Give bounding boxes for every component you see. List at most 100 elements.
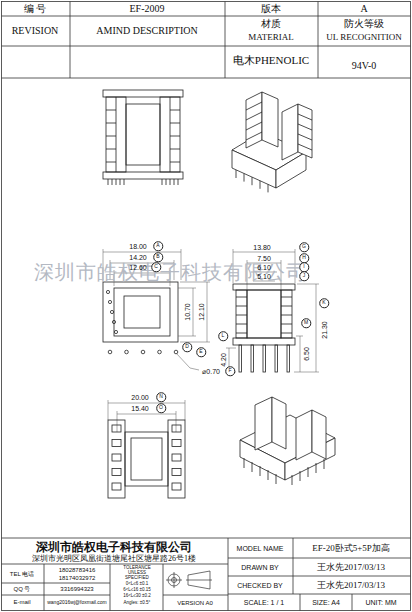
isometric-bottom-view-part-part: [268, 470, 269, 480]
table-cell: SCALE: 1 / 1: [244, 599, 284, 606]
bottom-view-part: [125, 432, 168, 486]
table-cell: E-mail: [13, 599, 30, 605]
bottom-view-part-part: [172, 454, 181, 461]
dimension-line-part: [226, 348, 236, 349]
dimension-line-part: [178, 336, 196, 337]
front-view-part: [160, 97, 180, 172]
side-view-part-part: [236, 297, 247, 298]
table-cell: REVISION: [12, 26, 59, 36]
dimension-value: 4.20: [220, 353, 227, 367]
dimension-value: 6.50: [303, 347, 310, 361]
isometric-bottom-view-part-part: [260, 466, 261, 476]
side-view-part: [233, 284, 295, 290]
dimension-value: 12.60: [129, 264, 147, 271]
dimension-line-part: [108, 400, 109, 420]
side-view-part-part: [281, 297, 292, 298]
callout-letter: L: [218, 331, 228, 341]
bottom-view-part: [131, 438, 162, 480]
title-block-line-part: [163, 595, 228, 596]
side-view-part-part: [251, 345, 254, 372]
table-cell: 深圳市光明区凤凰街道塘尾社区塘星路26号1楼: [32, 555, 196, 563]
bottom-view-part-part: [172, 469, 181, 476]
isometric-view-part-part: [236, 170, 237, 178]
isometric-view-part-part: [298, 124, 312, 130]
table-cell: 王水先2017/03/13: [317, 581, 385, 590]
title-block-line-part: [300, 594, 301, 611]
front-view-part-part: [120, 179, 121, 185]
table-cell: wang2016wj@foxmail.com: [47, 600, 107, 605]
top-view-part-part: [125, 350, 129, 354]
top-view-part: [114, 288, 170, 336]
table-cell: 材质: [261, 19, 281, 29]
callout-letter: K: [319, 298, 329, 308]
isometric-bottom-view-part: [272, 397, 286, 449]
table-cell: 0<L≤6 ±0.1: [126, 582, 149, 587]
dimension-value: 21.30: [321, 321, 328, 339]
dimension-value: 13.80: [253, 244, 271, 251]
dimension-line-part: [176, 353, 199, 370]
side-view-part: [236, 297, 292, 372]
table-cell: 16<L≤30 ±0.2: [123, 594, 151, 599]
projection-symbol-part: [174, 572, 175, 588]
side-view-part-part: [236, 306, 247, 307]
projection-symbol-part: [186, 580, 212, 581]
table-cell: 防火等级: [344, 19, 384, 29]
top-view-part-part: [141, 350, 145, 354]
isometric-view-part: [246, 92, 262, 148]
front-view-part-part: [170, 110, 180, 111]
callout-letter: O: [156, 403, 166, 413]
bottom-view-part-part: [112, 483, 121, 490]
dimension-line-part: [117, 414, 176, 415]
table-cell: QQ 号: [13, 586, 30, 592]
isometric-bottom-view-part: [244, 458, 324, 485]
front-view-part-part: [106, 149, 116, 150]
dimension-line-part: [316, 284, 317, 372]
table-cell: EF-20卧式5+5P加高: [312, 544, 390, 553]
top-view-part-part: [114, 330, 117, 333]
table-cell: TOLERANCE: [123, 566, 150, 571]
table-cell: 3316994323: [60, 586, 93, 592]
frame-line-part: [318, 2, 319, 79]
dimension-line-part: [176, 411, 177, 432]
side-view-part-part: [236, 333, 247, 334]
bottom-view-part: [112, 425, 181, 490]
table-cell: UL RECOGNITION: [326, 33, 401, 42]
top-view-part-part: [112, 320, 115, 323]
table-cell: Angles: ±0.5°: [124, 601, 151, 606]
front-view-part-part: [166, 179, 167, 185]
table-cell: VERSION A0: [177, 600, 213, 606]
side-view-part-part: [239, 345, 242, 372]
isometric-bottom-view-part: [296, 410, 312, 460]
dimension-line-part: [207, 282, 208, 342]
front-view-part-part: [178, 179, 179, 185]
dimension-line-part: [294, 372, 319, 373]
isometric-bottom-view-part-part: [300, 471, 301, 481]
isometric-view-part-part: [246, 112, 262, 120]
front-view-part-part: [170, 149, 180, 150]
front-view-part-part: [112, 179, 113, 185]
front-view-part-part: [170, 136, 180, 137]
side-view-part-part: [281, 333, 292, 334]
front-view-part: [126, 104, 160, 165]
bottom-view-part: [108, 420, 125, 498]
top-view-part-part: [108, 350, 112, 354]
title-block-line-part: [228, 576, 411, 577]
side-view-part-part: [281, 324, 292, 325]
side-view-part: [236, 290, 247, 338]
isometric-view-part-part: [268, 184, 269, 192]
callout-letter: F: [225, 366, 235, 376]
dimension-value: 20.00: [131, 394, 149, 401]
front-view-part-part: [106, 136, 116, 137]
side-view: [233, 284, 295, 372]
top-view-part: [103, 282, 178, 342]
front-view-part: [106, 97, 126, 172]
dimension-value: 15.40: [131, 405, 149, 412]
dimension-line-part: [296, 336, 303, 337]
callout-letter: M: [301, 318, 311, 328]
title-block-line: [2, 538, 411, 611]
table-cell: MODEL NAME: [237, 545, 284, 552]
isometric-view-part-part: [298, 144, 312, 150]
isometric-view-part: [246, 102, 312, 150]
